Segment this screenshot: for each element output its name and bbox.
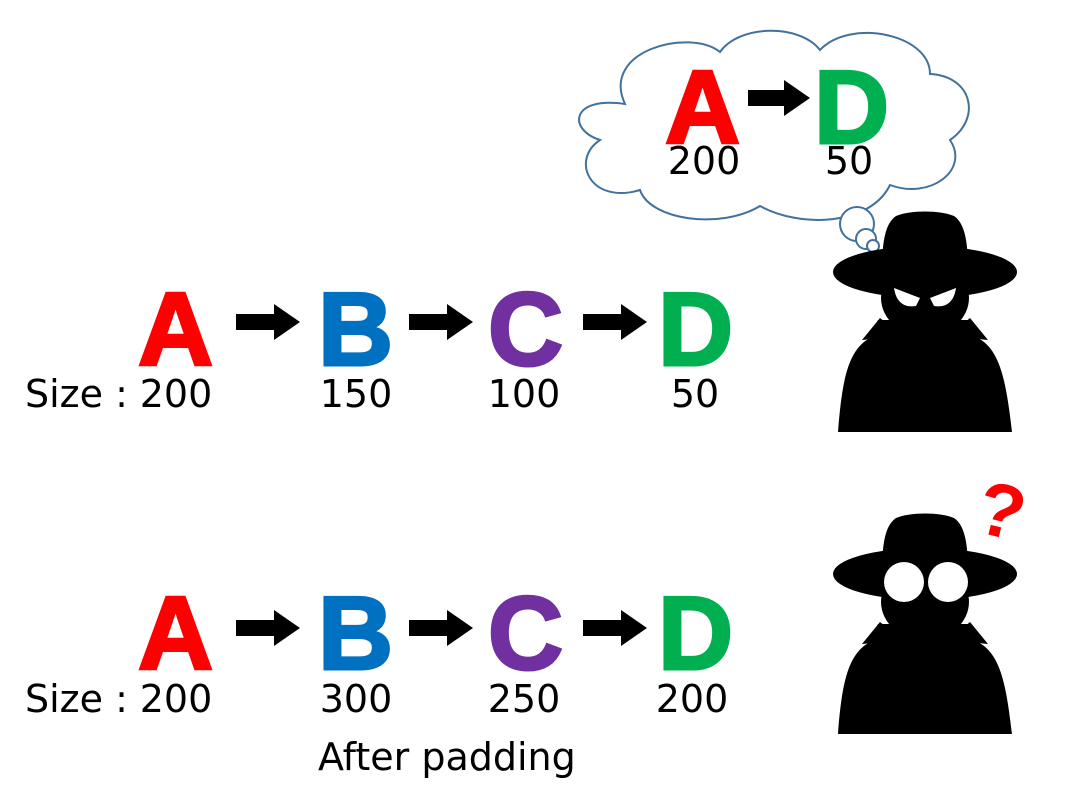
row1-size-b: 150 (319, 372, 393, 416)
row1-letter-a: A (136, 272, 214, 388)
row1-size-label: Size : (25, 372, 128, 416)
spy-confused-icon (833, 513, 1017, 734)
row1-letter-b: B (316, 272, 394, 388)
row2-size-label: Size : (25, 677, 128, 721)
row2-letter-d: D (656, 576, 734, 692)
after-padding-caption: After padding (318, 735, 576, 779)
row1-arrow-3-icon (583, 304, 647, 340)
row2-letter-b: B (316, 576, 394, 692)
row1-arrow-1-icon (236, 304, 300, 340)
row2-arrow-1-icon (236, 610, 300, 646)
row2-size-d: 200 (655, 677, 729, 721)
row1-letter-d: D (656, 272, 734, 388)
row2-arrow-2-icon (409, 610, 473, 646)
row2-letter-c: C (486, 576, 564, 692)
row2-arrow-3-icon (583, 610, 647, 646)
row1-size-a: 200 (139, 372, 213, 416)
row1-letter-c: C (486, 272, 564, 388)
row1-size-c: 100 (487, 372, 561, 416)
row2-letter-a: A (136, 576, 214, 692)
thought-arrow-icon (748, 80, 810, 116)
row1-size-d: 50 (670, 372, 720, 416)
row2-size-c: 250 (487, 677, 561, 721)
row1-arrow-2-icon (409, 304, 473, 340)
spy-angry-icon (833, 211, 1017, 432)
thought-letter-d: D (812, 50, 890, 166)
row2-size-b: 300 (319, 677, 393, 721)
thought-size-a: 200 (667, 139, 741, 183)
thought-size-d: 50 (824, 139, 874, 183)
row2-size-a: 200 (139, 677, 213, 721)
cloud-shape (578, 29, 970, 221)
thought-letter-a: A (663, 50, 741, 166)
